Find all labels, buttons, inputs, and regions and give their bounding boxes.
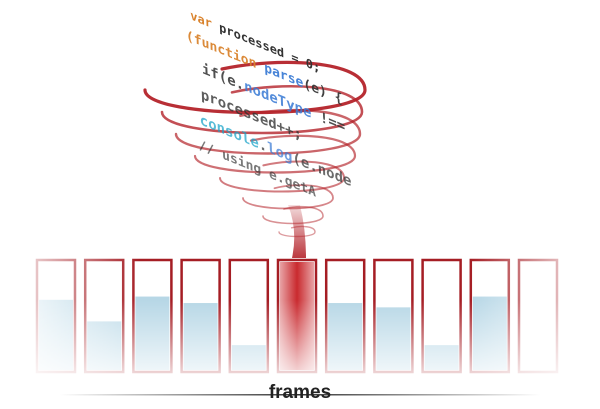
bottom-fade [0, 300, 600, 377]
swirl-ring [219, 160, 346, 193]
swirl-ring [242, 184, 334, 210]
swirl-ring [160, 85, 364, 135]
baseline-rule [60, 394, 540, 396]
swirl-stem [288, 205, 306, 258]
frames-label: frames [268, 382, 332, 403]
swirl-ring [143, 60, 367, 115]
swirl-ring [193, 134, 357, 174]
swirl-ring [174, 108, 362, 155]
